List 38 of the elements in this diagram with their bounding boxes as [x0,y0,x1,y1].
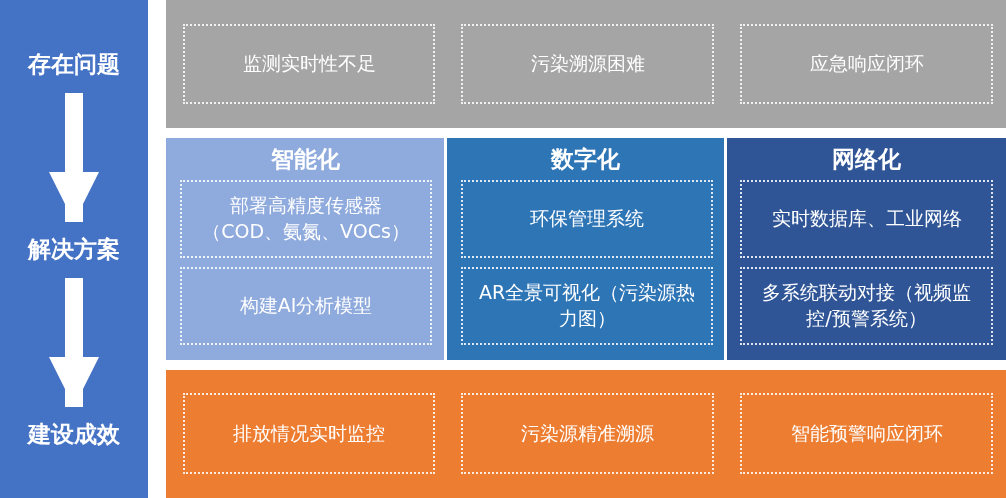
dotted-frame [461,393,714,474]
panel-heading: 数字化 [551,145,620,174]
stage-label: 存在问题 [14,45,134,85]
dotted-frame [180,180,432,258]
item-text: 污染源精准溯源 [520,420,655,446]
category-panel [447,138,724,360]
category-panel [727,138,1006,360]
panel-heading: 智能化 [270,145,340,174]
down-arrow [49,278,99,407]
dotted-frame [461,180,713,258]
dotted-frame [740,267,993,345]
dotted-frame [183,24,435,104]
category-panel [166,138,444,360]
stage-label: 建设成效 [14,415,134,455]
row-band [166,370,1006,498]
dotted-frame [740,180,993,258]
dotted-frame [740,393,993,474]
item-text: 部署高精度传感器（COD、氨氮、VOCs） [201,193,411,244]
dotted-frame [183,393,435,474]
item-text: AR全景可视化（污染源热力图） [477,280,697,331]
item-text: 多系统联动对接（视频监控/预警系统） [761,280,972,331]
stage-label: 解决方案 [14,230,134,270]
item-text: 环保管理系统 [529,206,645,232]
row-band [166,0,1006,128]
item-text: 智能预警响应闭环 [789,420,944,446]
dotted-frame [740,24,993,104]
dotted-frame [461,24,714,104]
item-text: 实时数据库、工业网络 [770,206,963,232]
item-text: 应急响应闭环 [808,51,925,77]
item-text: 监测实时性不足 [241,51,377,77]
item-text: 排放情况实时监控 [232,420,386,446]
item-text: 构建AI分析模型 [238,293,374,319]
item-text: 污染溯源困难 [529,51,646,77]
down-arrow [49,93,99,222]
dotted-frame [180,267,432,345]
dotted-frame [461,267,713,345]
panel-heading: 网络化 [832,145,901,174]
side-column [0,0,148,498]
